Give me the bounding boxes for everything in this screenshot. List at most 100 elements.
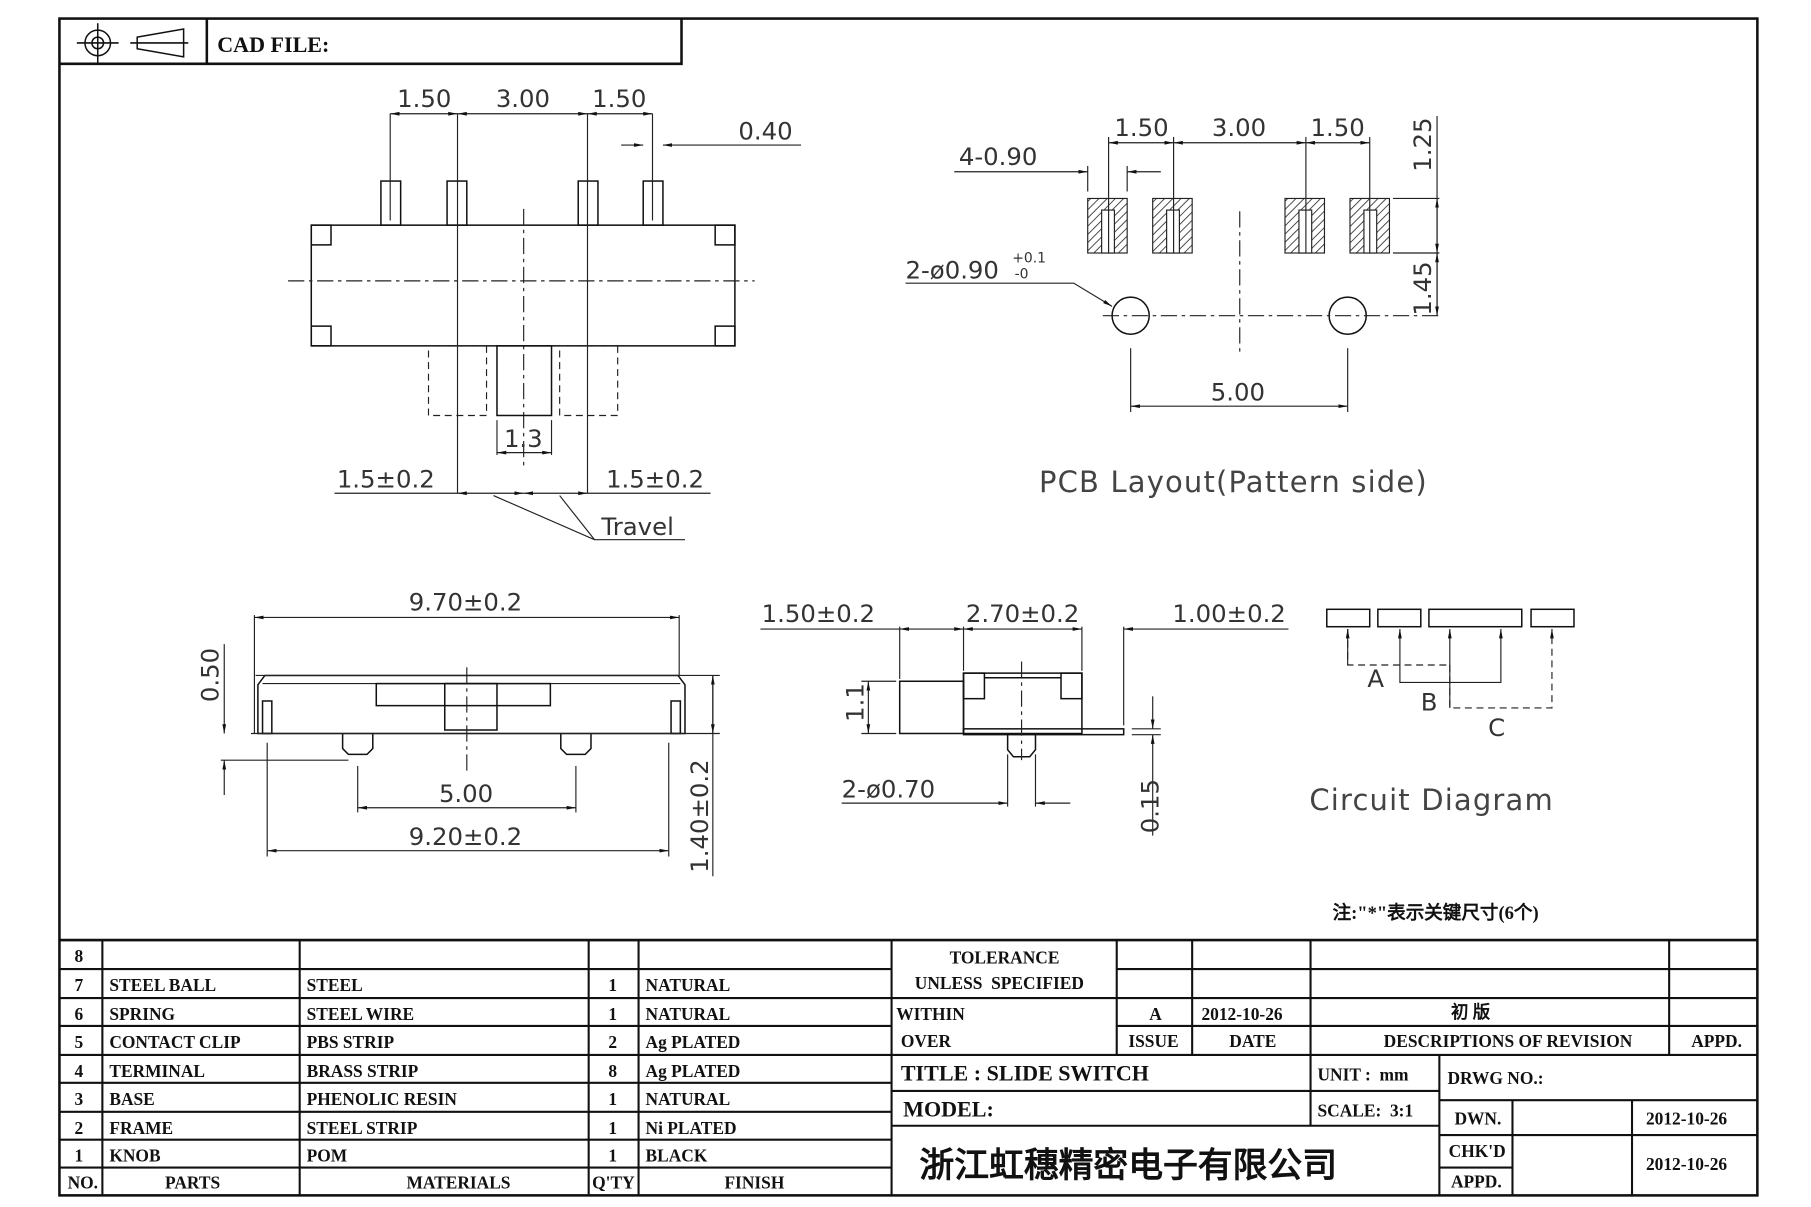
front-view: 9.70±0.2 0.50 1.40±0.2 5.00 9.20±0.2 bbox=[195, 587, 720, 877]
side-view: 1.50±0.2 2.70±0.2 1.00±0.2 1.1 0.15 2-ø0… bbox=[760, 599, 1289, 836]
bom-cell-no: 4 bbox=[75, 1061, 84, 1081]
dim-hole-tol-plus: +0.1 bbox=[1012, 250, 1046, 266]
bom-cell-no: 6 bbox=[75, 1004, 84, 1024]
bom-header-no: NO. bbox=[68, 1172, 98, 1192]
dim-total-height: 1.40±0.2 bbox=[685, 759, 714, 872]
dim-pcb-pitch-left: 1.50 bbox=[1114, 113, 1168, 142]
scale-label: SCALE: 3:1 bbox=[1318, 1100, 1414, 1120]
bom-row: 5 CONTACT CLIP PBS STRIP 2 Ag PLATED bbox=[75, 1032, 741, 1052]
bom-cell-materials: PHENOLIC RESIN bbox=[307, 1089, 458, 1109]
bom-cell-finish: Ag PLATED bbox=[646, 1032, 741, 1052]
bom-cell-qty: 1 bbox=[608, 1004, 617, 1024]
bom-cell-no: 7 bbox=[75, 975, 84, 995]
dim-travel-right: 1.5±0.2 bbox=[606, 464, 704, 493]
dim-knob-height: 1.1 bbox=[841, 683, 870, 722]
dim-row-offset: 1.45 bbox=[1408, 261, 1437, 315]
bom-row: 7 STEEL BALL STEEL 1 NATURAL bbox=[75, 975, 731, 995]
dim-hole-tol-minus: -0 bbox=[1015, 267, 1029, 283]
projection-symbol-icon bbox=[76, 23, 189, 63]
pcb-layout-title: PCB Layout(Pattern side) bbox=[1039, 465, 1428, 499]
bom-header-qty: Q'TY bbox=[592, 1172, 635, 1192]
header-block: CAD FILE: bbox=[59, 18, 683, 66]
company-name: 浙江虹穗精密电子有限公司 bbox=[919, 1145, 1337, 1186]
bom-cell-no: 8 bbox=[75, 946, 84, 966]
checked-label: CHK'D bbox=[1449, 1141, 1506, 1161]
bom-cell-parts: TERMINAL bbox=[109, 1061, 205, 1081]
dim-overall-width: 9.70±0.2 bbox=[409, 587, 522, 616]
dim-travel-left: 1.5±0.2 bbox=[337, 464, 435, 493]
dim-hole-dia: 2-ø0.90 bbox=[905, 256, 998, 285]
dim-terminal: 1.00±0.2 bbox=[1172, 599, 1285, 628]
bom-header-finish: FINISH bbox=[724, 1172, 784, 1192]
dim-pcb-pitch-mid: 3.00 bbox=[1212, 113, 1266, 142]
dim-top-height: 0.50 bbox=[195, 648, 224, 702]
circuit-label-c: C bbox=[1488, 713, 1505, 742]
bom-cell-no: 5 bbox=[75, 1032, 84, 1052]
circuit-label-b: B bbox=[1421, 687, 1438, 716]
dim-pad-width: 4-0.90 bbox=[959, 142, 1038, 171]
dim-knob-width: 1.3 bbox=[504, 424, 543, 453]
tolerance-unless-specified: UNLESS SPECIFIED bbox=[915, 973, 1084, 993]
bom-cell-materials: STEEL WIRE bbox=[307, 1004, 414, 1024]
bom-cell-finish: Ag PLATED bbox=[646, 1061, 741, 1081]
key-dimension-note: 注:"*"表示关键尺寸(6个) bbox=[1333, 902, 1539, 924]
bom-cell-materials: BRASS STRIP bbox=[307, 1061, 419, 1081]
drawn-date: 2012-10-26 bbox=[1646, 1109, 1727, 1129]
dim-top-pitch-left: 1.50 bbox=[397, 84, 451, 113]
bom-cell-materials: STEEL bbox=[307, 975, 363, 995]
bom-cell-parts: KNOB bbox=[109, 1146, 161, 1166]
bom-header-materials: MATERIALS bbox=[406, 1172, 510, 1192]
circuit-diagram: A B C Circuit Diagram bbox=[1309, 608, 1575, 817]
bom-cell-qty: 1 bbox=[608, 1118, 617, 1138]
tolerance-within: WITHIN bbox=[896, 1004, 965, 1024]
bom-cell-qty: 1 bbox=[608, 975, 617, 995]
bom-cell-parts: CONTACT CLIP bbox=[109, 1032, 241, 1052]
dim-body-depth: 2.70±0.2 bbox=[966, 599, 1079, 628]
revision-header-issue: ISSUE bbox=[1128, 1031, 1178, 1051]
dim-hole-spacing: 5.00 bbox=[1211, 377, 1265, 406]
bom-cell-no: 1 bbox=[75, 1146, 84, 1166]
revision-date: 2012-10-26 bbox=[1201, 1004, 1282, 1024]
dim-pcb-pitch-right: 1.50 bbox=[1311, 113, 1365, 142]
dim-top-pin-width: 0.40 bbox=[738, 116, 792, 145]
revision-issue: A bbox=[1149, 1004, 1162, 1024]
bom-cell-qty: 8 bbox=[608, 1061, 617, 1081]
model-label: MODEL: bbox=[903, 1096, 994, 1121]
drawing-number-label: DRWG NO.: bbox=[1447, 1068, 1543, 1088]
dim-top-pitch-right: 1.50 bbox=[592, 84, 646, 113]
bom-header-parts: PARTS bbox=[165, 1172, 220, 1192]
bom-cell-materials: PBS STRIP bbox=[307, 1032, 395, 1052]
pcb-layout-view: 1.50 3.00 1.50 4-0.90 1.25 1.45 2-ø0.90 … bbox=[905, 113, 1440, 499]
dim-pad-height: 1.25 bbox=[1408, 118, 1437, 172]
bom-cell-no: 2 bbox=[75, 1118, 84, 1138]
dim-body-width: 9.20±0.2 bbox=[409, 822, 522, 851]
unit-label: UNIT : mm bbox=[1318, 1064, 1409, 1084]
bom-cell-parts: STEEL BALL bbox=[109, 975, 216, 995]
circuit-title: Circuit Diagram bbox=[1309, 783, 1553, 817]
tolerance-over: OVER bbox=[901, 1031, 952, 1051]
drawn-label: DWN. bbox=[1454, 1109, 1501, 1129]
sheet-border bbox=[58, 17, 1759, 1197]
dim-peg-dia: 2-ø0.70 bbox=[842, 774, 935, 803]
dim-knob-ext: 1.50±0.2 bbox=[762, 599, 875, 628]
approved-label: APPD. bbox=[1451, 1171, 1502, 1191]
bom-cell-qty: 2 bbox=[608, 1032, 617, 1052]
revision-header-appd: APPD. bbox=[1691, 1031, 1742, 1051]
dim-top-pitch-mid: 3.00 bbox=[496, 84, 550, 113]
bom-cell-no: 3 bbox=[75, 1089, 84, 1109]
bom-row: 8 bbox=[75, 946, 84, 966]
bom-cell-finish: NATURAL bbox=[646, 975, 731, 995]
cad-file-label: CAD FILE: bbox=[217, 32, 329, 57]
circuit-label-a: A bbox=[1367, 664, 1384, 693]
title-block: TOLERANCE UNLESS SPECIFIED WITHIN OVER A… bbox=[890, 940, 1758, 1196]
revision-header-date: DATE bbox=[1229, 1031, 1276, 1051]
bom-cell-qty: 1 bbox=[608, 1146, 617, 1166]
revision-description: 初 版 bbox=[1451, 1002, 1491, 1022]
bom-cell-finish: NATURAL bbox=[646, 1089, 731, 1109]
bom-cell-materials: POM bbox=[307, 1146, 348, 1166]
